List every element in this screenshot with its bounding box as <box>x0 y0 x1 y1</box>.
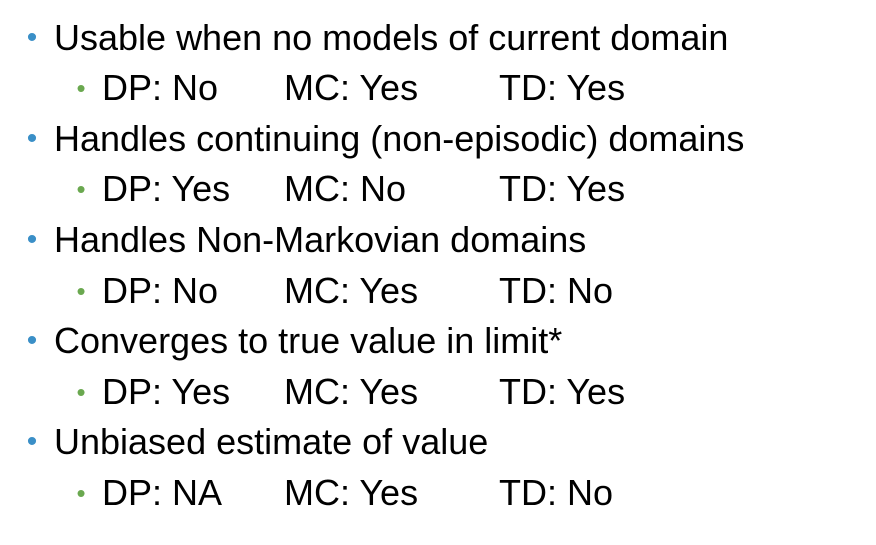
sub-bullet-dot-icon: • <box>76 478 86 508</box>
criterion-label: Handles continuing (non-episodic) domain… <box>54 118 745 159</box>
td-value: TD: No <box>499 472 614 513</box>
criterion-label: Handles Non-Markovian domains <box>54 219 587 260</box>
sub-bullet-item: • DP: NA MC: Yes TD: No <box>0 473 876 523</box>
mc-value: MC: Yes <box>284 472 419 513</box>
sub-bullet-item: • DP: No MC: Yes TD: No <box>0 271 876 321</box>
mc-value: MC: No <box>284 168 407 209</box>
bullet-dot-icon: • <box>26 223 38 256</box>
bullet-dot-icon: • <box>26 324 38 357</box>
sub-bullet-item: • DP: Yes MC: No TD: Yes <box>0 169 876 219</box>
dp-value: DP: Yes <box>102 371 231 412</box>
bullet-item: • Unbiased estimate of value <box>0 422 876 472</box>
bullet-item: • Handles Non-Markovian domains <box>0 220 876 270</box>
mc-value: MC: Yes <box>284 270 419 311</box>
bullet-dot-icon: • <box>26 122 38 155</box>
sub-bullet-dot-icon: • <box>76 73 86 103</box>
td-value: TD: No <box>499 270 614 311</box>
criterion-label: Unbiased estimate of value <box>54 421 489 462</box>
dp-value: DP: No <box>102 67 219 108</box>
bullet-item: • Handles continuing (non-episodic) doma… <box>0 119 876 169</box>
sub-bullet-item: • DP: No MC: Yes TD: Yes <box>0 68 876 118</box>
dp-value: DP: No <box>102 270 219 311</box>
mc-value: MC: Yes <box>284 67 419 108</box>
criterion-label: Converges to true value in limit* <box>54 320 563 361</box>
td-value: TD: Yes <box>499 371 626 412</box>
dp-value: DP: NA <box>102 472 223 513</box>
bullet-item: • Usable when no models of current domai… <box>0 18 876 68</box>
sub-bullet-dot-icon: • <box>76 377 86 407</box>
td-value: TD: Yes <box>499 67 626 108</box>
td-value: TD: Yes <box>499 168 626 209</box>
dp-value: DP: Yes <box>102 168 231 209</box>
sub-bullet-item: • DP: Yes MC: Yes TD: Yes <box>0 372 876 422</box>
bullet-item: • Converges to true value in limit* <box>0 321 876 371</box>
bullet-dot-icon: • <box>26 21 38 54</box>
sub-bullet-dot-icon: • <box>76 276 86 306</box>
sub-bullet-dot-icon: • <box>76 174 86 204</box>
criterion-label: Usable when no models of current domain <box>54 17 729 58</box>
mc-value: MC: Yes <box>284 371 419 412</box>
bullet-dot-icon: • <box>26 425 38 458</box>
